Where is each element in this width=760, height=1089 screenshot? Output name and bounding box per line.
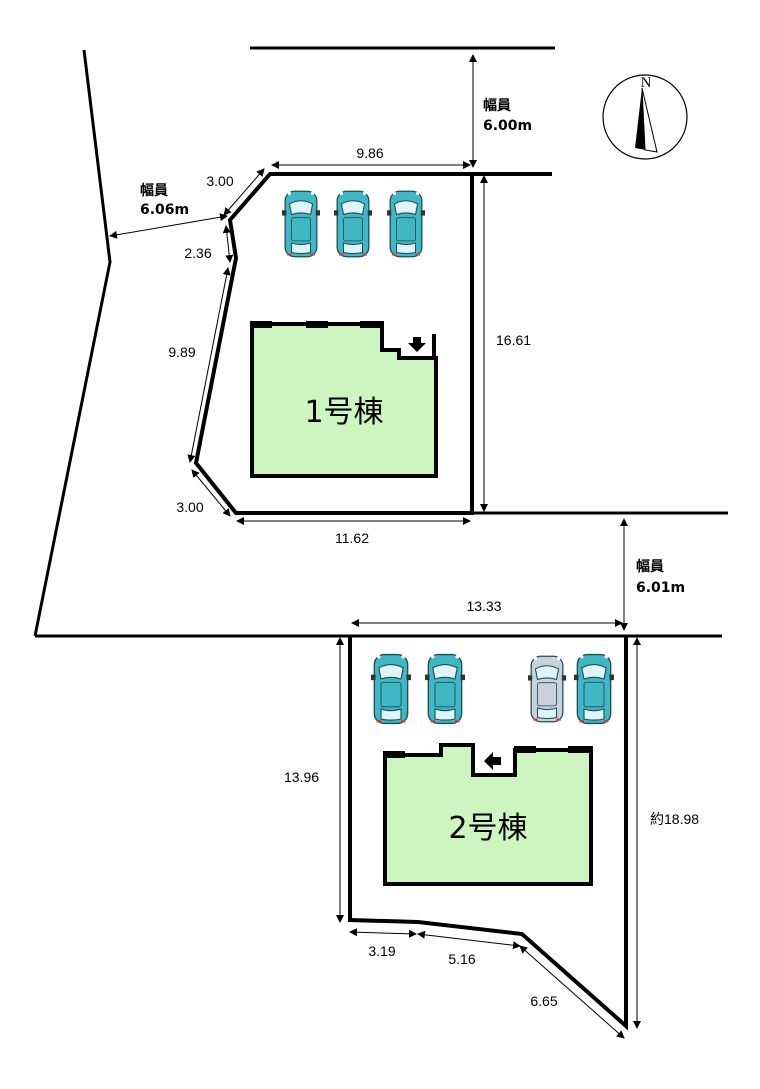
lot1-corner-top-dim: 3.00: [206, 173, 233, 189]
car-icon: [282, 190, 320, 258]
entrance-arrow-icon: [408, 337, 426, 352]
dim-line: [417, 930, 521, 950]
lot1-left-dim: 9.89: [168, 344, 195, 360]
dim-line: [222, 225, 234, 263]
lot1-bottom-dim: 11.62: [335, 530, 369, 546]
dim-line: [223, 168, 265, 216]
car-icon: [528, 655, 566, 723]
car-icon: [371, 653, 411, 725]
road-3-label: 幅員: [636, 558, 664, 575]
compass-icon: N: [602, 74, 688, 160]
lot1-corner-bottom-dim: 3.00: [176, 499, 203, 515]
lot1-right-dim: 16.61: [496, 332, 531, 348]
lot2-bottom-b-dim: 5.16: [448, 951, 475, 967]
road-2-label: 幅員: [140, 182, 168, 199]
building-2-label: 2号棟: [448, 811, 527, 846]
dim-line: [349, 928, 417, 938]
dim-line: [187, 267, 231, 463]
road-west-edge: [33, 49, 112, 637]
lot2-bottom-a-dim: 3.19: [368, 943, 395, 959]
building-1: 1号棟: [250, 321, 438, 478]
road-1-width: 6.00m: [483, 118, 532, 134]
road-1-label: 幅員: [483, 97, 511, 114]
building-2: 2号棟: [383, 743, 593, 886]
dim-line: [191, 469, 231, 517]
entrance-arrow-icon: [484, 752, 501, 770]
north-label: N: [641, 75, 652, 91]
lot1-left-top-dim: 2.36: [184, 245, 211, 261]
dim-line: [519, 945, 625, 1039]
lot1-top-dim: 9.86: [356, 145, 383, 161]
car-icon: [425, 653, 465, 725]
lot2-boundary: [348, 636, 628, 1031]
car-icon: [574, 653, 614, 725]
road-2-width: 6.06m: [140, 202, 189, 218]
lot2-left-dim: 13.96: [284, 769, 319, 785]
road-3-width: 6.01m: [636, 580, 685, 596]
road-width-arrow: [109, 213, 228, 239]
lot2-right-dim: 約18.98: [650, 811, 699, 827]
lot2-bottom-c-dim: 6.65: [530, 993, 557, 1009]
car-icon: [334, 190, 372, 258]
lot2-top-dim: 13.33: [466, 598, 501, 614]
building-1-label: 1号棟: [304, 395, 383, 430]
car-icon: [387, 190, 425, 258]
